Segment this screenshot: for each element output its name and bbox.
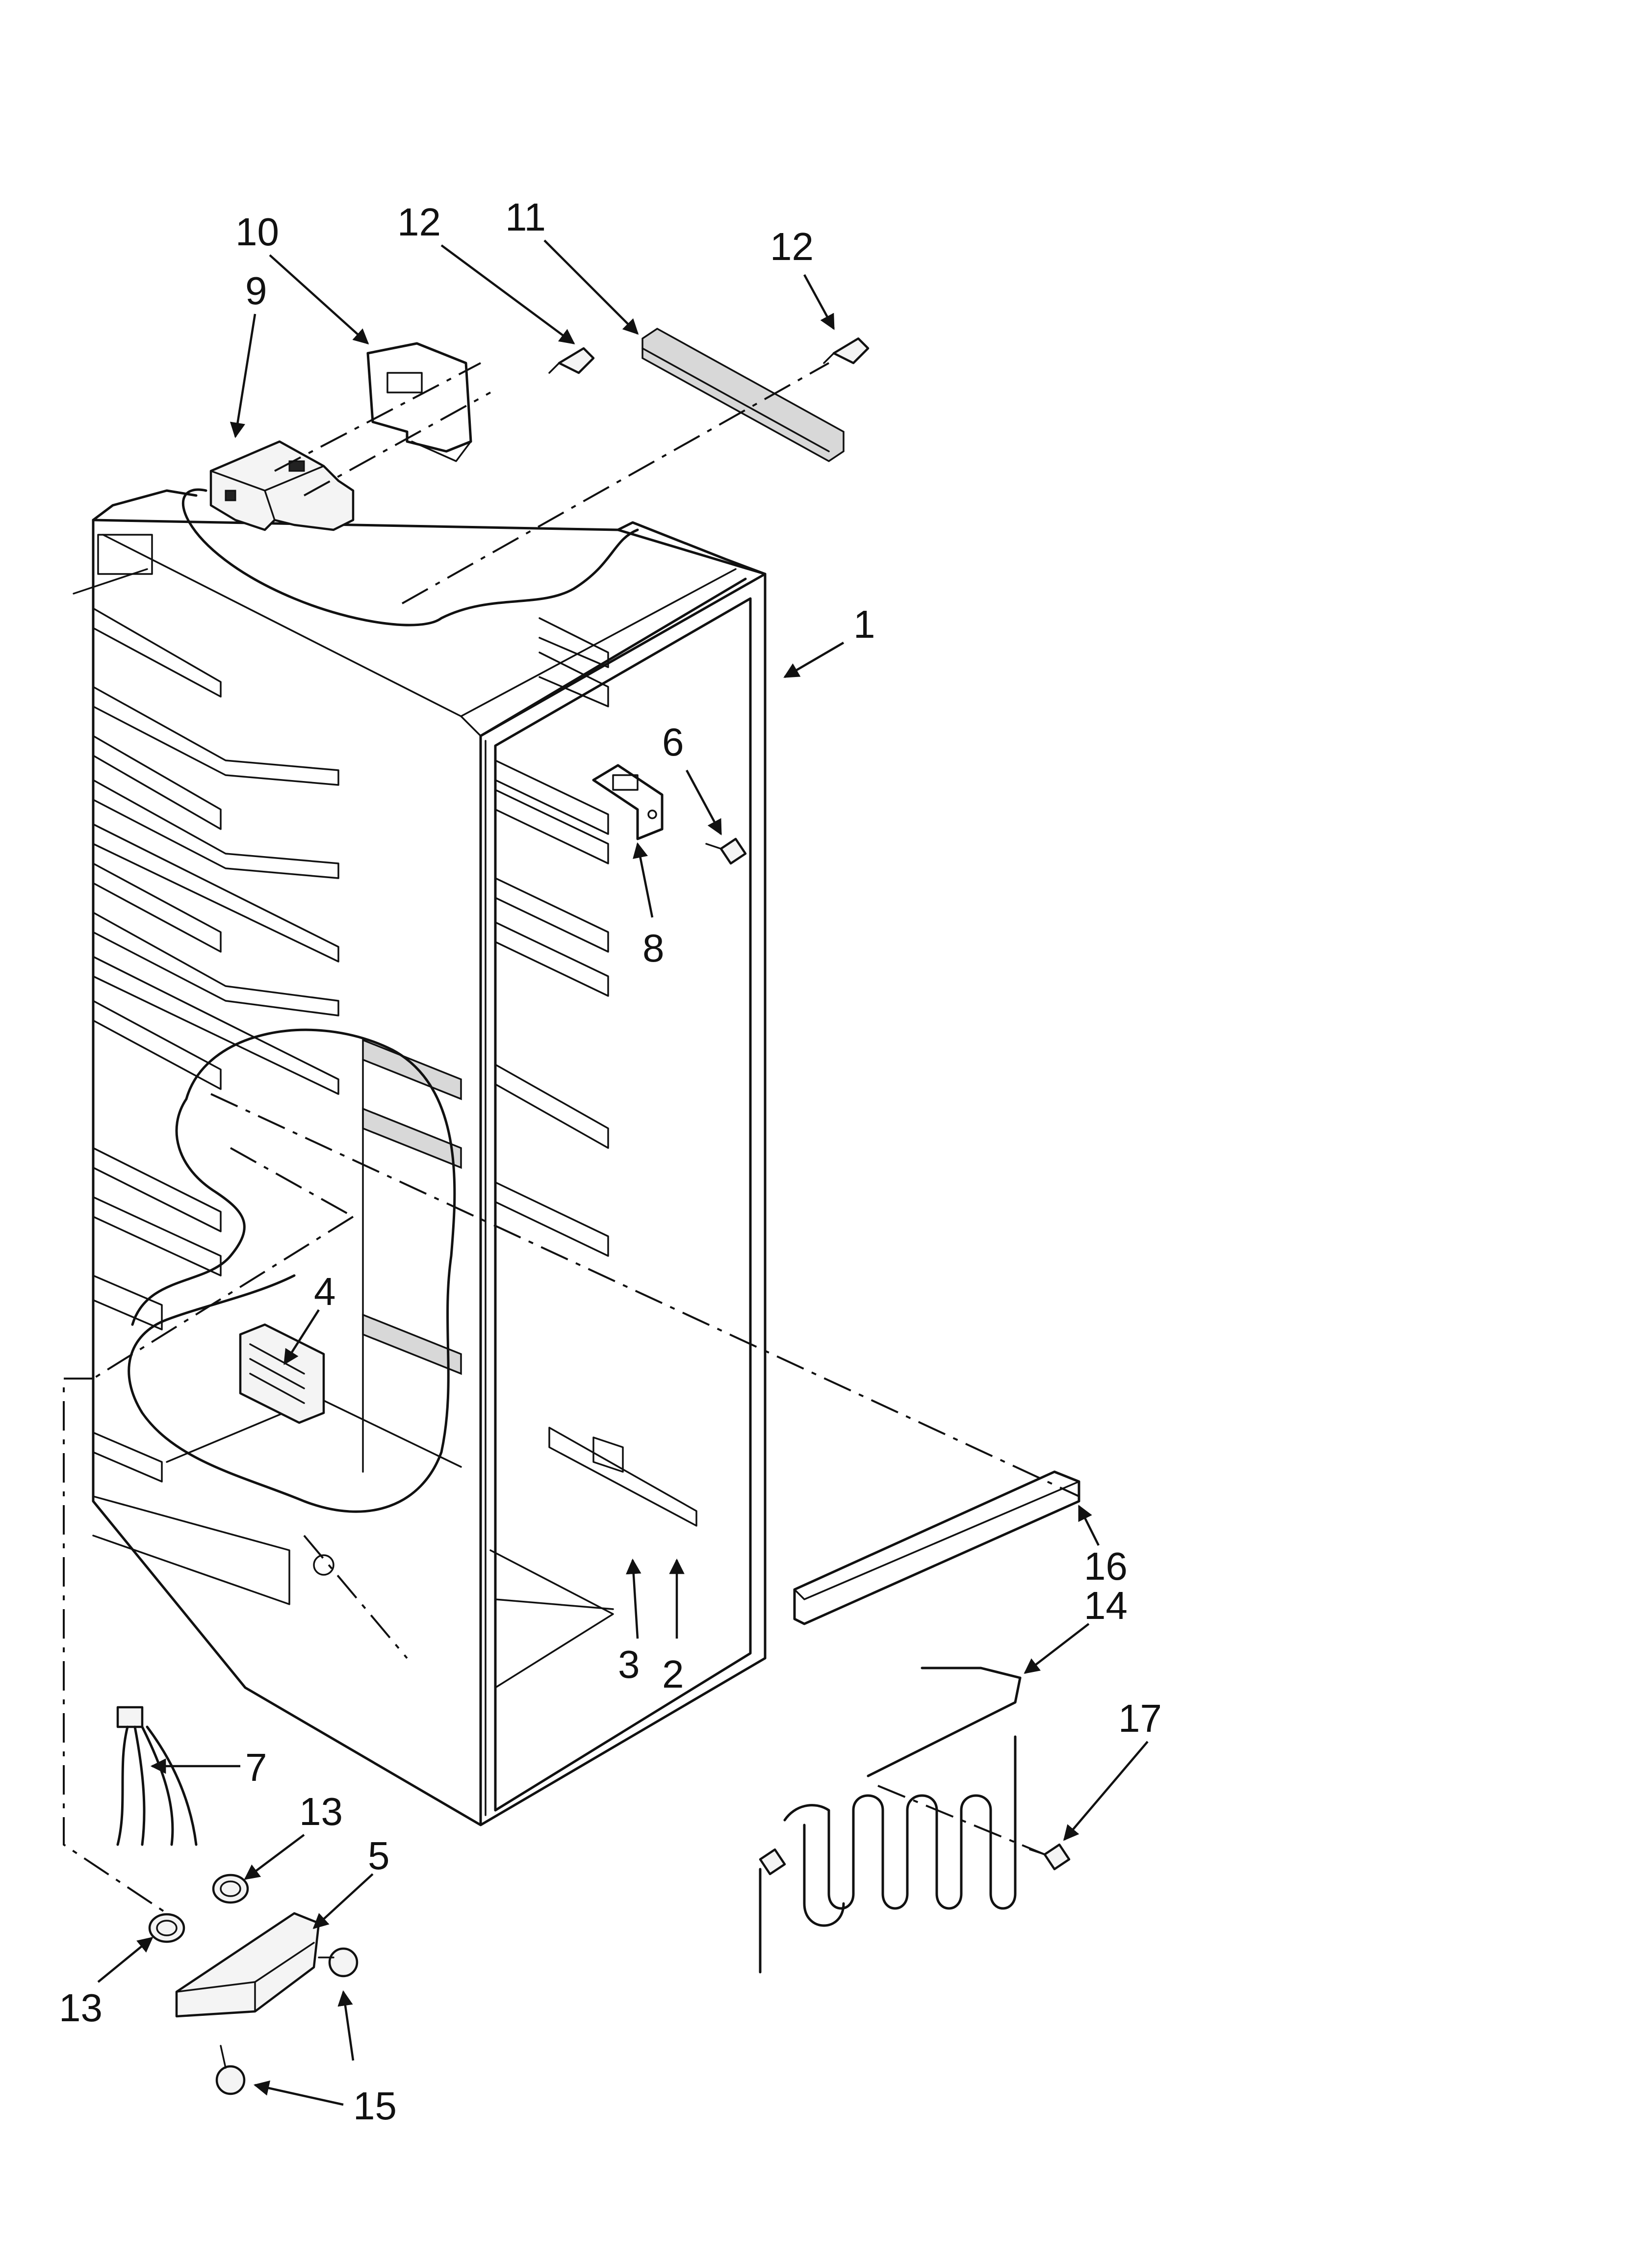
part-9-control-housing: [209, 440, 355, 531]
part-13-grommet-b: [148, 1913, 185, 1943]
part-7-wire-harness: [116, 1706, 198, 1846]
callout-3: 3: [618, 1642, 640, 1686]
part-12-screw-a: [548, 347, 595, 374]
callout-5: 5: [368, 1834, 390, 1877]
callout-2: 2: [662, 1652, 684, 1696]
callout-15: 15: [353, 2084, 397, 2128]
part-11-rail: [641, 327, 845, 463]
liner: [73, 488, 767, 1826]
part-4-grille: [239, 1323, 325, 1424]
part-5-housing: [175, 1912, 320, 2018]
callout-12b: 12: [770, 225, 814, 268]
part-12-screw-b: [823, 337, 870, 365]
callout-13a: 13: [299, 1790, 343, 1833]
part-17-screw: [1029, 1843, 1071, 1871]
callout-4: 4: [314, 1270, 336, 1313]
callout-16: 16: [1084, 1544, 1128, 1588]
callout-12a: 12: [397, 200, 441, 244]
callout-labels: 10 9 12 11 12 1 6 8 4 3 2 16 14 17 7 13 …: [59, 195, 1162, 2128]
callout-10: 10: [235, 210, 279, 254]
part-10-bracket: [366, 342, 472, 462]
part-14-heater: [759, 1667, 1022, 1974]
callout-1: 1: [853, 602, 875, 646]
callout-11: 11: [505, 195, 546, 239]
callout-8: 8: [642, 926, 665, 970]
left-shelf-rails: [92, 607, 339, 1605]
assembly-lines: [63, 362, 1079, 1914]
part-15-fastener-b: [215, 2045, 246, 2095]
callout-13b: 13: [59, 1986, 103, 2030]
part-16-cover: [793, 1470, 1080, 1625]
callout-7: 7: [245, 1746, 267, 1789]
part-6-screw: [705, 837, 747, 865]
right-shelf-rails: [494, 617, 609, 1257]
callout-6: 6: [662, 720, 684, 764]
part-8-bracket: [592, 764, 664, 840]
part-15-fastener-a: [318, 1947, 359, 1978]
callout-9: 9: [245, 269, 267, 313]
part-13-grommet-a: [212, 1874, 249, 1904]
callout-17: 17: [1118, 1696, 1162, 1740]
leader-lines: [97, 239, 1149, 2106]
callout-14: 14: [1084, 1584, 1128, 1627]
